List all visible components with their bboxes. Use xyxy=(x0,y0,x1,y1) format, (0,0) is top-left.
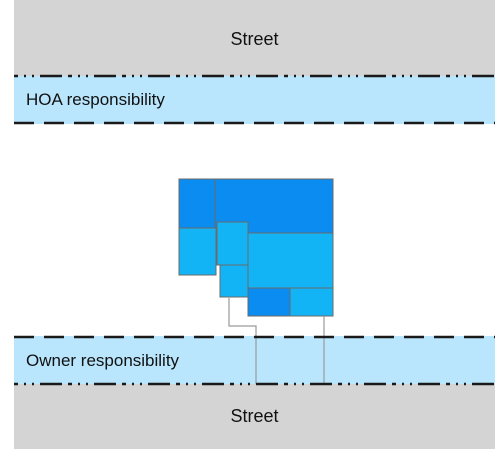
street-top-label: Street xyxy=(230,28,279,49)
building xyxy=(178,178,334,317)
unit-top-left xyxy=(178,178,216,229)
unit-narrow-top xyxy=(216,221,249,266)
owner-responsibility-band: Owner responsibility xyxy=(14,336,495,385)
street-bottom: Street xyxy=(14,384,495,449)
unit-narrow-bottom xyxy=(219,264,249,298)
street-bottom-label: Street xyxy=(230,406,279,426)
unit-middle-right xyxy=(247,232,334,289)
unit-top-right xyxy=(214,178,334,234)
unit-bottom-left xyxy=(247,287,291,317)
unit-bottom-right xyxy=(289,287,334,317)
hoa-responsibility-band: HOA responsibility xyxy=(14,76,495,124)
unit-left-lower xyxy=(178,227,217,276)
owner-responsibility-label: Owner responsibility xyxy=(26,350,180,370)
hoa-responsibility-label: HOA responsibility xyxy=(26,90,165,109)
street-top: Street xyxy=(14,0,495,78)
